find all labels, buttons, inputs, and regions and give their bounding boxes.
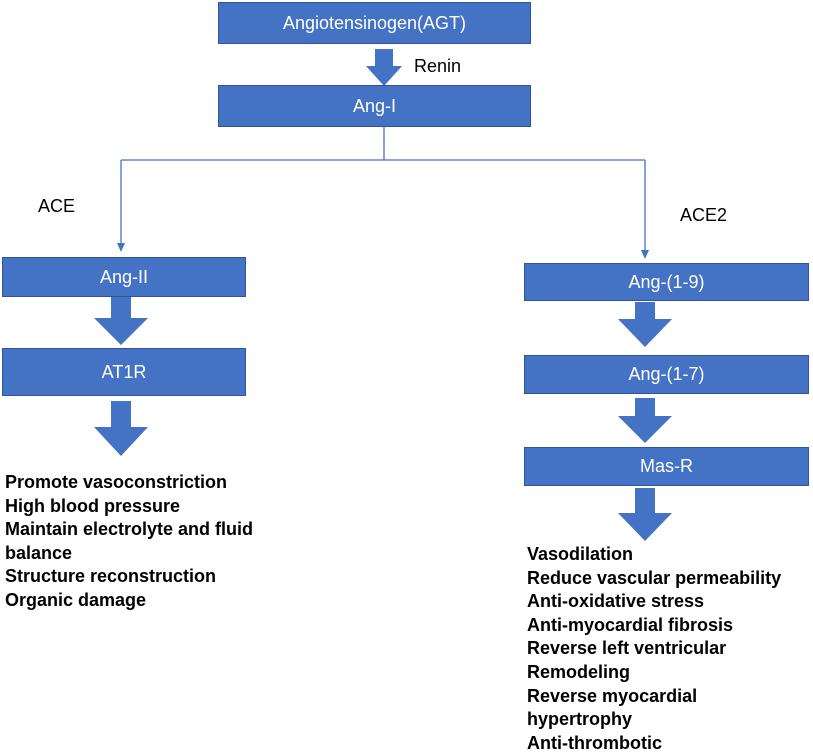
ang17-label: Ang-(1-7) [628, 364, 705, 384]
masr-box: Mas-R [524, 447, 809, 486]
ang1-label: Ang-I [352, 95, 397, 116]
arrow-agt-to-ang1 [366, 49, 402, 86]
right-effect-item: Vasodilation [527, 544, 634, 564]
right-effect-item: Reverse myocardial [527, 685, 698, 706]
right-effect-item: Remodeling [527, 661, 631, 682]
agt-box: Angiotensinogen(AGT) [218, 2, 531, 44]
left-effect-item: Maintain electrolyte and fluid [5, 519, 254, 540]
renin-label: Renin [414, 56, 462, 76]
left-effect-item: High blood pressure [5, 495, 181, 516]
right-effect-item: hypertrophy [527, 709, 633, 730]
arrow-masr-to-effects [618, 488, 672, 541]
left-effect-item: balance [5, 542, 73, 563]
at1r-label: AT1R [101, 361, 147, 382]
arrow-at1r-to-effects [94, 401, 148, 456]
at1r-box: AT1R [2, 348, 246, 396]
ang1-box: Ang-I [218, 85, 531, 127]
ang2-box: Ang-II [2, 257, 246, 297]
left-effects-list: Promote vasoconstriction High blood pres… [5, 471, 253, 613]
left-effect-item: Structure reconstruction [5, 566, 217, 587]
connector-right-arrowhead [641, 250, 649, 259]
ace2-label: ACE2 [680, 205, 728, 225]
ang19-box: Ang-(1-9) [524, 263, 809, 301]
right-effect-item: Reverse left ventricular [527, 638, 727, 659]
arrow-ang17-to-masr [618, 398, 672, 443]
ang2-label: Ang-II [99, 266, 149, 287]
agt-label: Angiotensinogen(AGT) [282, 12, 467, 33]
ace-label: ACE [38, 196, 76, 216]
right-effect-item: Anti-thrombotic [527, 732, 662, 753]
right-effect-item: Anti-myocardial fibrosis [527, 614, 734, 635]
arrow-ang19-to-ang17 [618, 302, 672, 347]
ang17-box: Ang-(1-7) [524, 355, 809, 394]
connector-left-arrowhead [117, 243, 125, 252]
ang19-label: Ang-(1-9) [628, 271, 705, 292]
left-effect-item: Organic damage [5, 589, 147, 610]
right-effects-list: Vasodilation Reduce vascular permeabilit… [527, 543, 781, 755]
arrow-ang2-to-at1r [94, 297, 148, 345]
masr-label: Mas-R [640, 456, 693, 476]
right-effect-item: Anti-oxidative stress [527, 591, 705, 612]
right-effect-item: Reduce vascular permeability [527, 567, 782, 588]
left-effect-item: Promote vasoconstriction [5, 472, 228, 492]
